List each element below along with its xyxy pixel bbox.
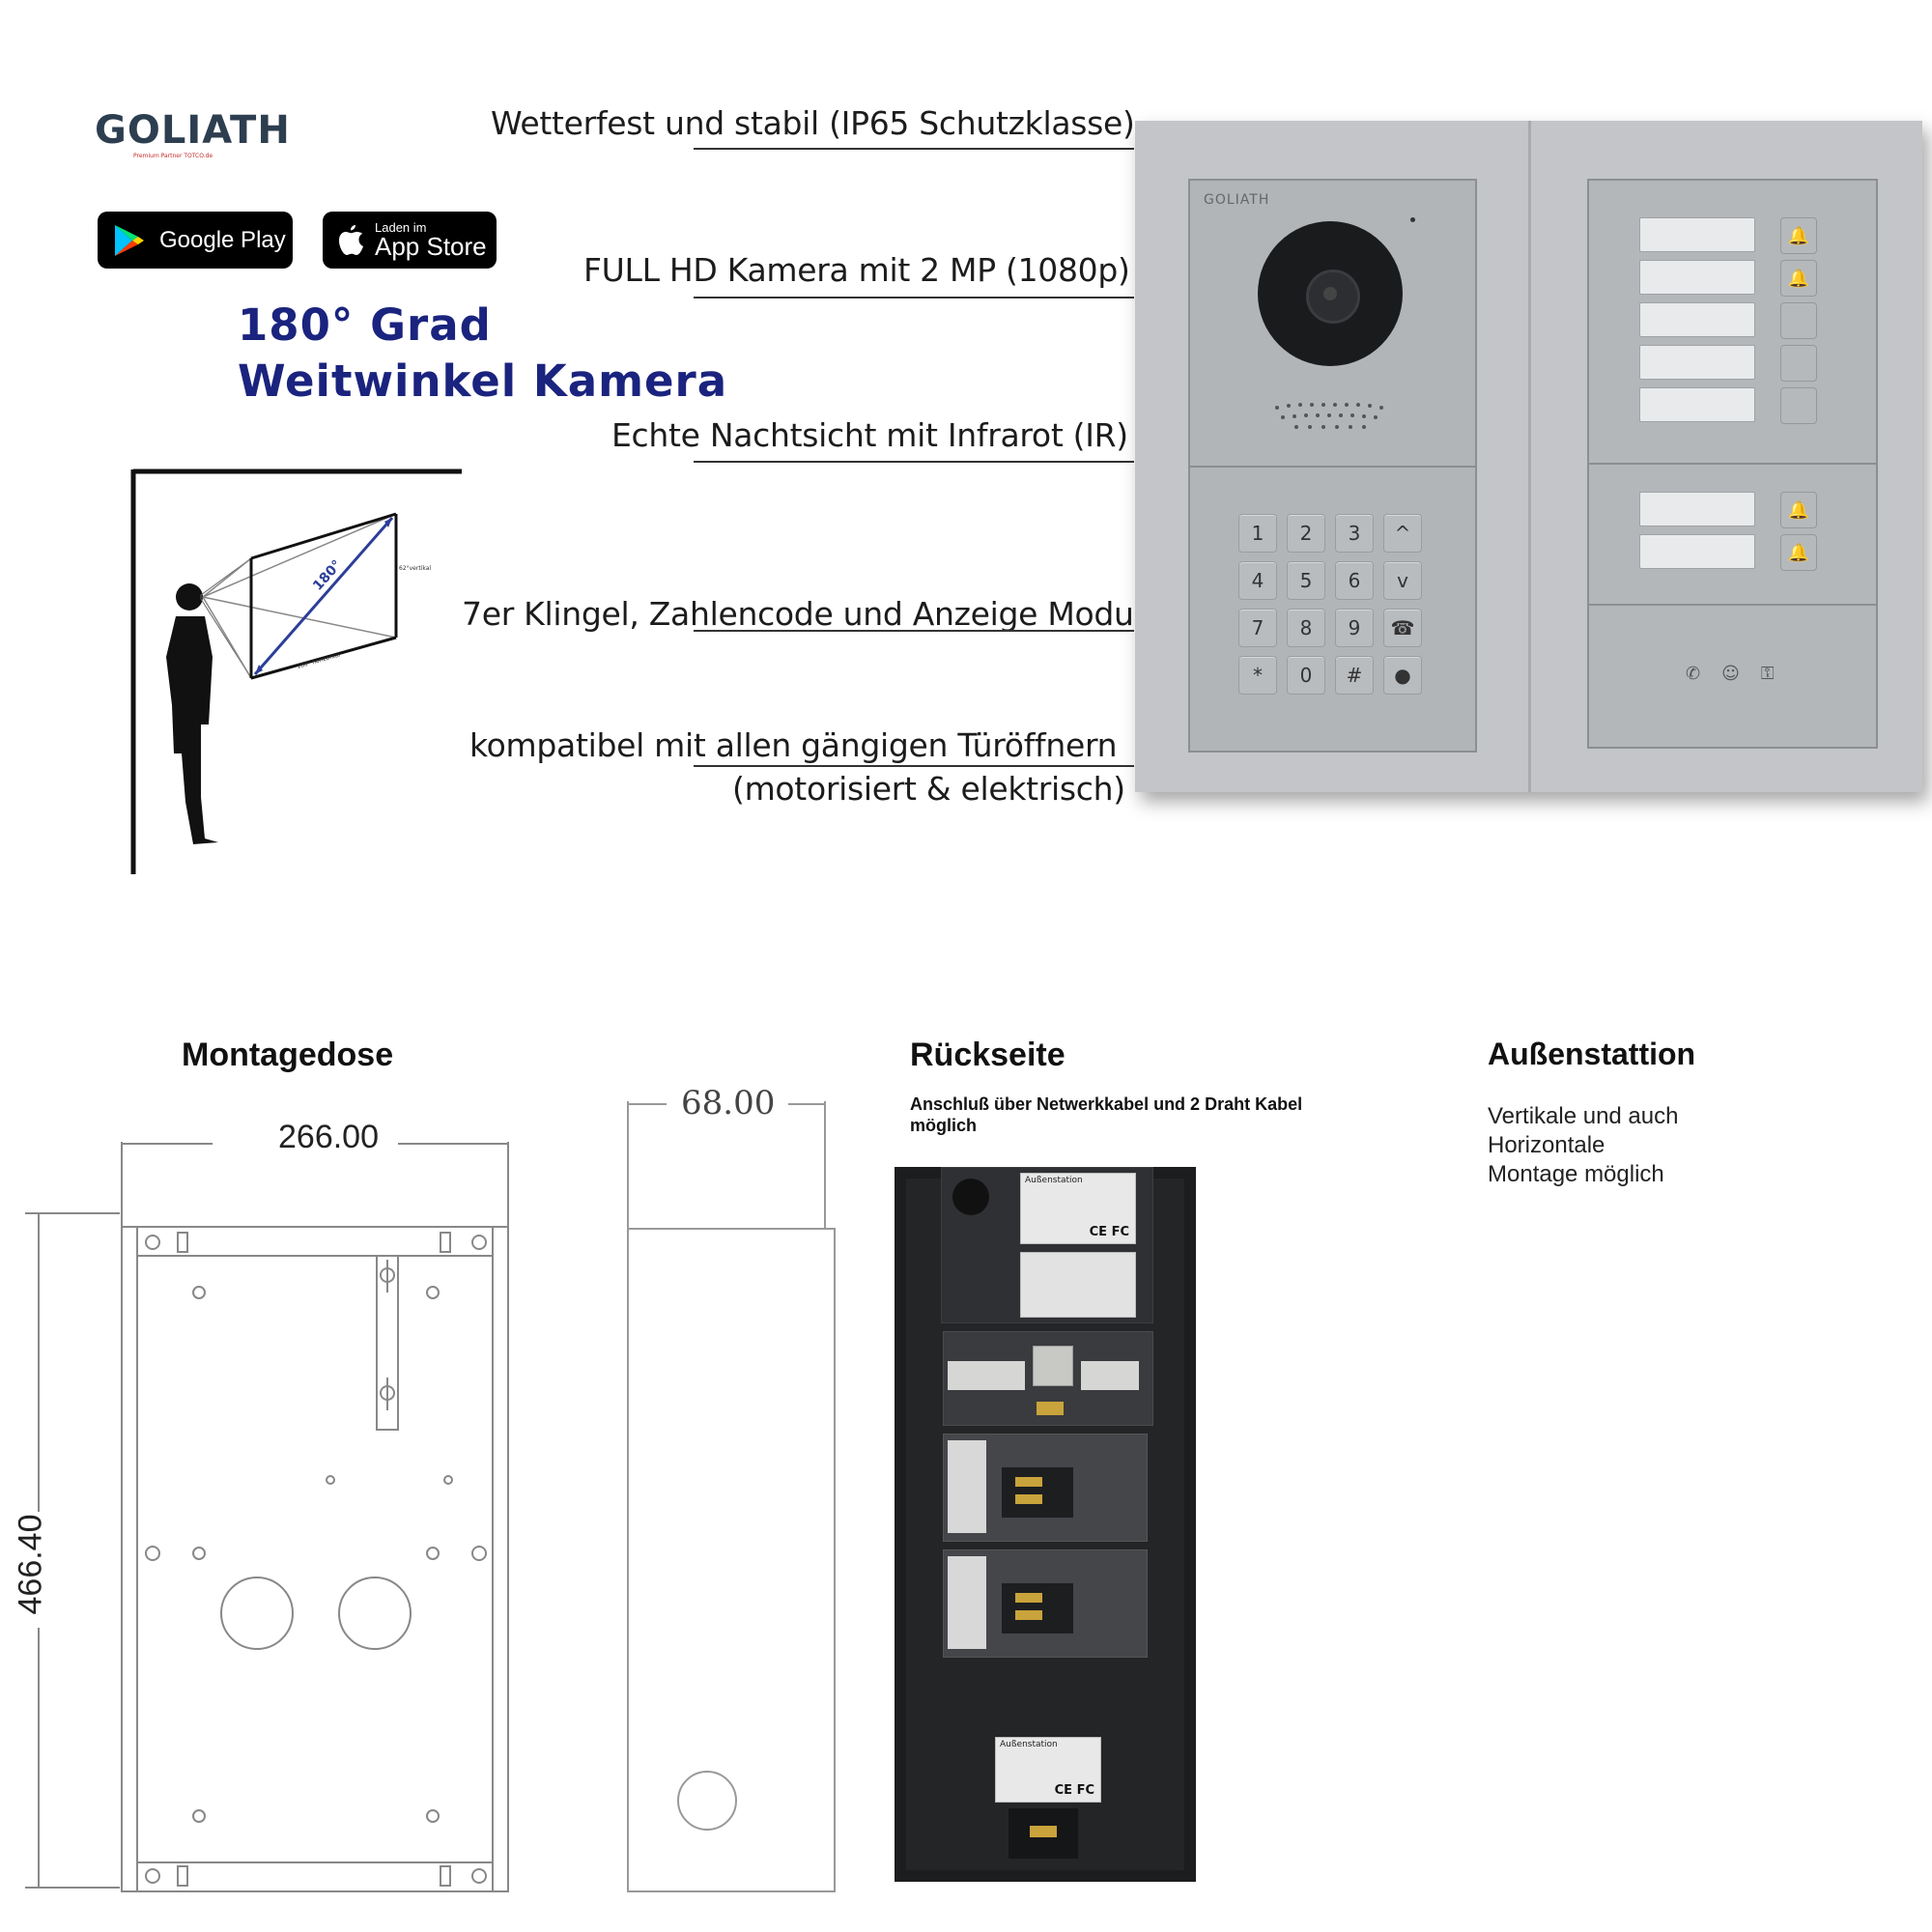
bell-button[interactable]: 🔔 xyxy=(1780,534,1817,571)
aussenstation-line2: Horizontale xyxy=(1488,1132,1605,1158)
aussenstation-line1: Vertikale und auch xyxy=(1488,1103,1679,1129)
apple-icon xyxy=(339,224,363,255)
label-text: Außenstation xyxy=(1000,1740,1058,1749)
feature-camera: FULL HD Kamera mit 2 MP (1080p) xyxy=(583,251,1130,289)
goliath-logo: GOLIATH Premium Partner TOTCO.de xyxy=(95,108,291,166)
feature-underline xyxy=(694,630,1134,632)
product-label: Außenstation CE FC xyxy=(995,1737,1101,1803)
rj45-port xyxy=(1033,1346,1073,1386)
panel-logo: GOLIATH xyxy=(1204,192,1270,208)
network-label xyxy=(1020,1252,1136,1318)
partner-text: Premium Partner TOTCO.de xyxy=(133,153,213,159)
intercom-device: GOLIATH 1 2 3 ^ 4 5 6 v 7 8 9 ☎ xyxy=(1135,121,1922,792)
name-slot xyxy=(1639,492,1755,526)
terminal-connector xyxy=(1081,1361,1139,1390)
feature-underline xyxy=(694,148,1134,150)
key-8[interactable]: 8 xyxy=(1287,609,1325,647)
back-side-photo: Außenstation CE FC Außenstation CE FC xyxy=(895,1167,1196,1882)
feature-underline xyxy=(694,461,1134,463)
fov-horizontal-label: 180° horizontal xyxy=(297,651,342,670)
terminal-connector xyxy=(948,1361,1025,1390)
bell-button[interactable]: 🔔 xyxy=(1780,217,1817,254)
feature-door-opener: kompatibel mit allen gängigen Türöffnern xyxy=(469,726,1118,764)
bell-button[interactable] xyxy=(1780,345,1817,382)
rueckseite-title: Rückseite xyxy=(910,1037,1065,1073)
ir-sensor xyxy=(1410,217,1415,222)
key-5[interactable]: 5 xyxy=(1287,561,1325,600)
speaker-grille xyxy=(1275,403,1383,429)
logo-text: GOLIATH xyxy=(95,108,291,153)
key-down[interactable]: v xyxy=(1383,561,1422,600)
montagedose-width: 266.00 xyxy=(278,1119,379,1155)
name-slot xyxy=(1639,387,1755,422)
aussenstation-line3: Montage möglich xyxy=(1488,1161,1664,1187)
montagedose-height: 466.40 xyxy=(12,1514,49,1615)
bell-button[interactable]: 🔔 xyxy=(1780,260,1817,297)
bell-button[interactable] xyxy=(1780,387,1817,424)
app-store-badge[interactable]: Laden im App Store xyxy=(323,212,497,269)
bell-icon: 🔔 xyxy=(1787,499,1810,521)
mounting-box-side-drawing xyxy=(627,1101,836,1892)
person-silhouette xyxy=(166,583,218,844)
feature-weatherproof: Wetterfest und stabil (IP65 Schutzklasse… xyxy=(491,104,1135,142)
camera-lens xyxy=(1258,221,1403,366)
module-bay xyxy=(943,1434,1148,1542)
product-label: Außenstation CE FC xyxy=(1020,1173,1136,1244)
name-slot xyxy=(1639,260,1755,295)
key-up[interactable]: ^ xyxy=(1383,514,1422,553)
key-2[interactable]: 2 xyxy=(1287,514,1325,553)
key-1[interactable]: 1 xyxy=(1238,514,1277,553)
fov-vertical-label: 62°vertikal xyxy=(399,565,431,572)
name-slot xyxy=(1639,302,1755,337)
key-call[interactable]: ☎ xyxy=(1383,609,1422,647)
bell-panel: 🔔 🔔 🔔 🔔 ✆☺⚿ xyxy=(1587,179,1878,749)
feature-door-opener-detail: (motorisiert & elektrisch) xyxy=(732,770,1125,808)
key-6[interactable]: 6 xyxy=(1335,561,1374,600)
app-store-label: App Store xyxy=(375,232,487,261)
aussenstation-title: Außenstattion xyxy=(1488,1037,1696,1071)
feature-underline xyxy=(694,765,1134,767)
key-0[interactable]: 0 xyxy=(1287,656,1325,695)
bell-button[interactable] xyxy=(1780,302,1817,339)
feature-modules: 7er Klingel, Zahlencode und Anzeige Modu… xyxy=(462,595,1143,633)
google-play-badge[interactable]: Google Play xyxy=(98,212,293,269)
bell-button[interactable]: 🔔 xyxy=(1780,492,1817,528)
camera-heading-line2: Weitwinkel Kamera xyxy=(238,355,728,407)
field-of-view-diagram: 180° 62°vertikal 180° horizontal xyxy=(130,469,462,874)
app-store-small-label: Laden im xyxy=(375,220,427,235)
key-4[interactable]: 4 xyxy=(1238,561,1277,600)
camera-heading-line1: 180° Grad xyxy=(238,299,492,351)
ce-mark: CE FC xyxy=(1089,1225,1129,1239)
camera-keypad-panel: GOLIATH 1 2 3 ^ 4 5 6 v 7 8 9 ☎ xyxy=(1188,179,1477,753)
key-hash[interactable]: # xyxy=(1335,656,1374,695)
name-slot xyxy=(1639,217,1755,252)
montagedose-title: Montagedose xyxy=(182,1037,394,1073)
key-star[interactable]: * xyxy=(1238,656,1277,695)
rueckseite-subtitle: Anschluß über Netwerkkabel und 2 Draht K… xyxy=(910,1094,1303,1135)
bell-icon: 🔔 xyxy=(1787,225,1810,246)
key-9[interactable]: 9 xyxy=(1335,609,1374,647)
montagedose-depth: 68.00 xyxy=(681,1084,776,1122)
mounting-box-drawing xyxy=(25,1142,509,1892)
google-play-label: Google Play xyxy=(159,226,286,253)
label-text: Außenstation xyxy=(1025,1176,1083,1185)
key-7[interactable]: 7 xyxy=(1238,609,1277,647)
key-3[interactable]: 3 xyxy=(1335,514,1374,553)
google-play-icon xyxy=(115,224,144,256)
ce-mark: CE FC xyxy=(1054,1783,1094,1798)
key-person[interactable]: ● xyxy=(1383,656,1422,695)
module-bay xyxy=(943,1549,1148,1658)
status-icons: ✆☺⚿ xyxy=(1686,664,1796,684)
bell-icon: 🔔 xyxy=(1787,268,1810,289)
keypad: 1 2 3 ^ 4 5 6 v 7 8 9 ☎ * 0 # ● xyxy=(1238,514,1432,707)
bell-icon: 🔔 xyxy=(1787,542,1810,563)
terminal-block xyxy=(943,1331,1153,1426)
name-slot xyxy=(1639,534,1755,569)
feature-underline xyxy=(694,297,1134,298)
feature-night-vision: Echte Nachtsicht mit Infrarot (IR) xyxy=(611,416,1128,454)
name-slot xyxy=(1639,345,1755,380)
